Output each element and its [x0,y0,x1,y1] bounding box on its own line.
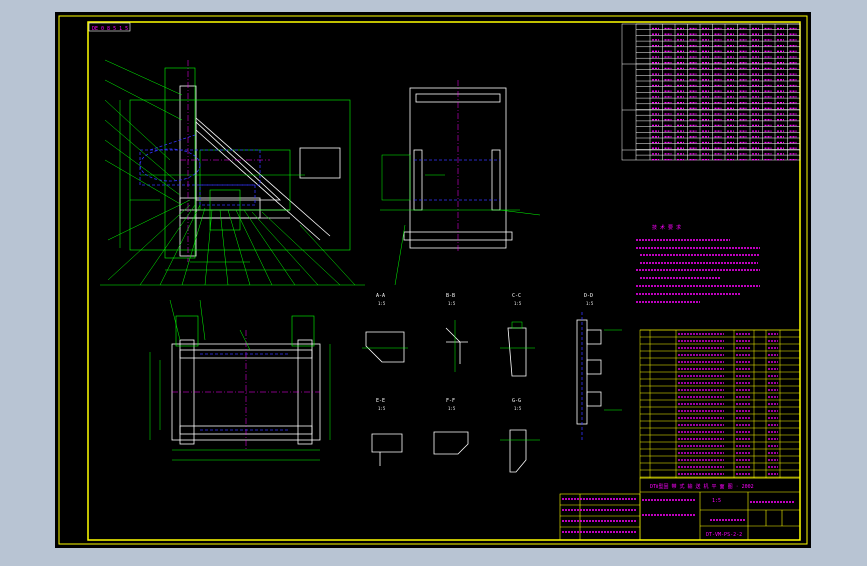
header-tag-text: DE 0 8 5 1 5 [92,26,128,32]
section-scale: 1:5 [448,406,456,411]
section-label: F-F [446,398,455,404]
parameter-table [621,23,801,161]
front-view [380,80,541,286]
outer-border [58,15,808,545]
technical-notes: 技 术 要 求 [636,224,760,303]
section-label: D-D [584,293,593,299]
parts-list [639,329,801,479]
drawing-number: DT-VM-PS-2-2 [706,532,742,538]
notes-title: 技 术 要 求 [652,224,681,231]
section-scale: 1:5 [448,301,456,306]
section-label: C-C [512,293,521,299]
section-details [362,312,622,473]
section-label: E-E [376,398,385,404]
side-view [100,59,365,286]
section-label: A-A [376,293,385,299]
section-scale: 1:5 [514,301,522,306]
section-scale: 1:5 [378,406,386,411]
drawing-sheet [55,12,811,548]
section-label: G-G [512,398,521,404]
main-title: DTⅡ型固 带 式 输 送 机 平 面 图 · 2002 [650,483,754,490]
section-label: B-B [446,293,455,299]
section-scale: 1:5 [586,301,594,306]
scale-box: 1:5 [712,498,721,504]
title-block [559,477,801,541]
header-tag-box [88,22,131,32]
plan-view [149,299,331,461]
section-scale: 1:5 [514,406,522,411]
section-labels: A-A 1:5 B-B 1:5 C-C 1:5 D-D 1:5 E-E 1:5 … [376,293,594,411]
inner-border [87,21,801,541]
section-scale: 1:5 [378,301,386,306]
